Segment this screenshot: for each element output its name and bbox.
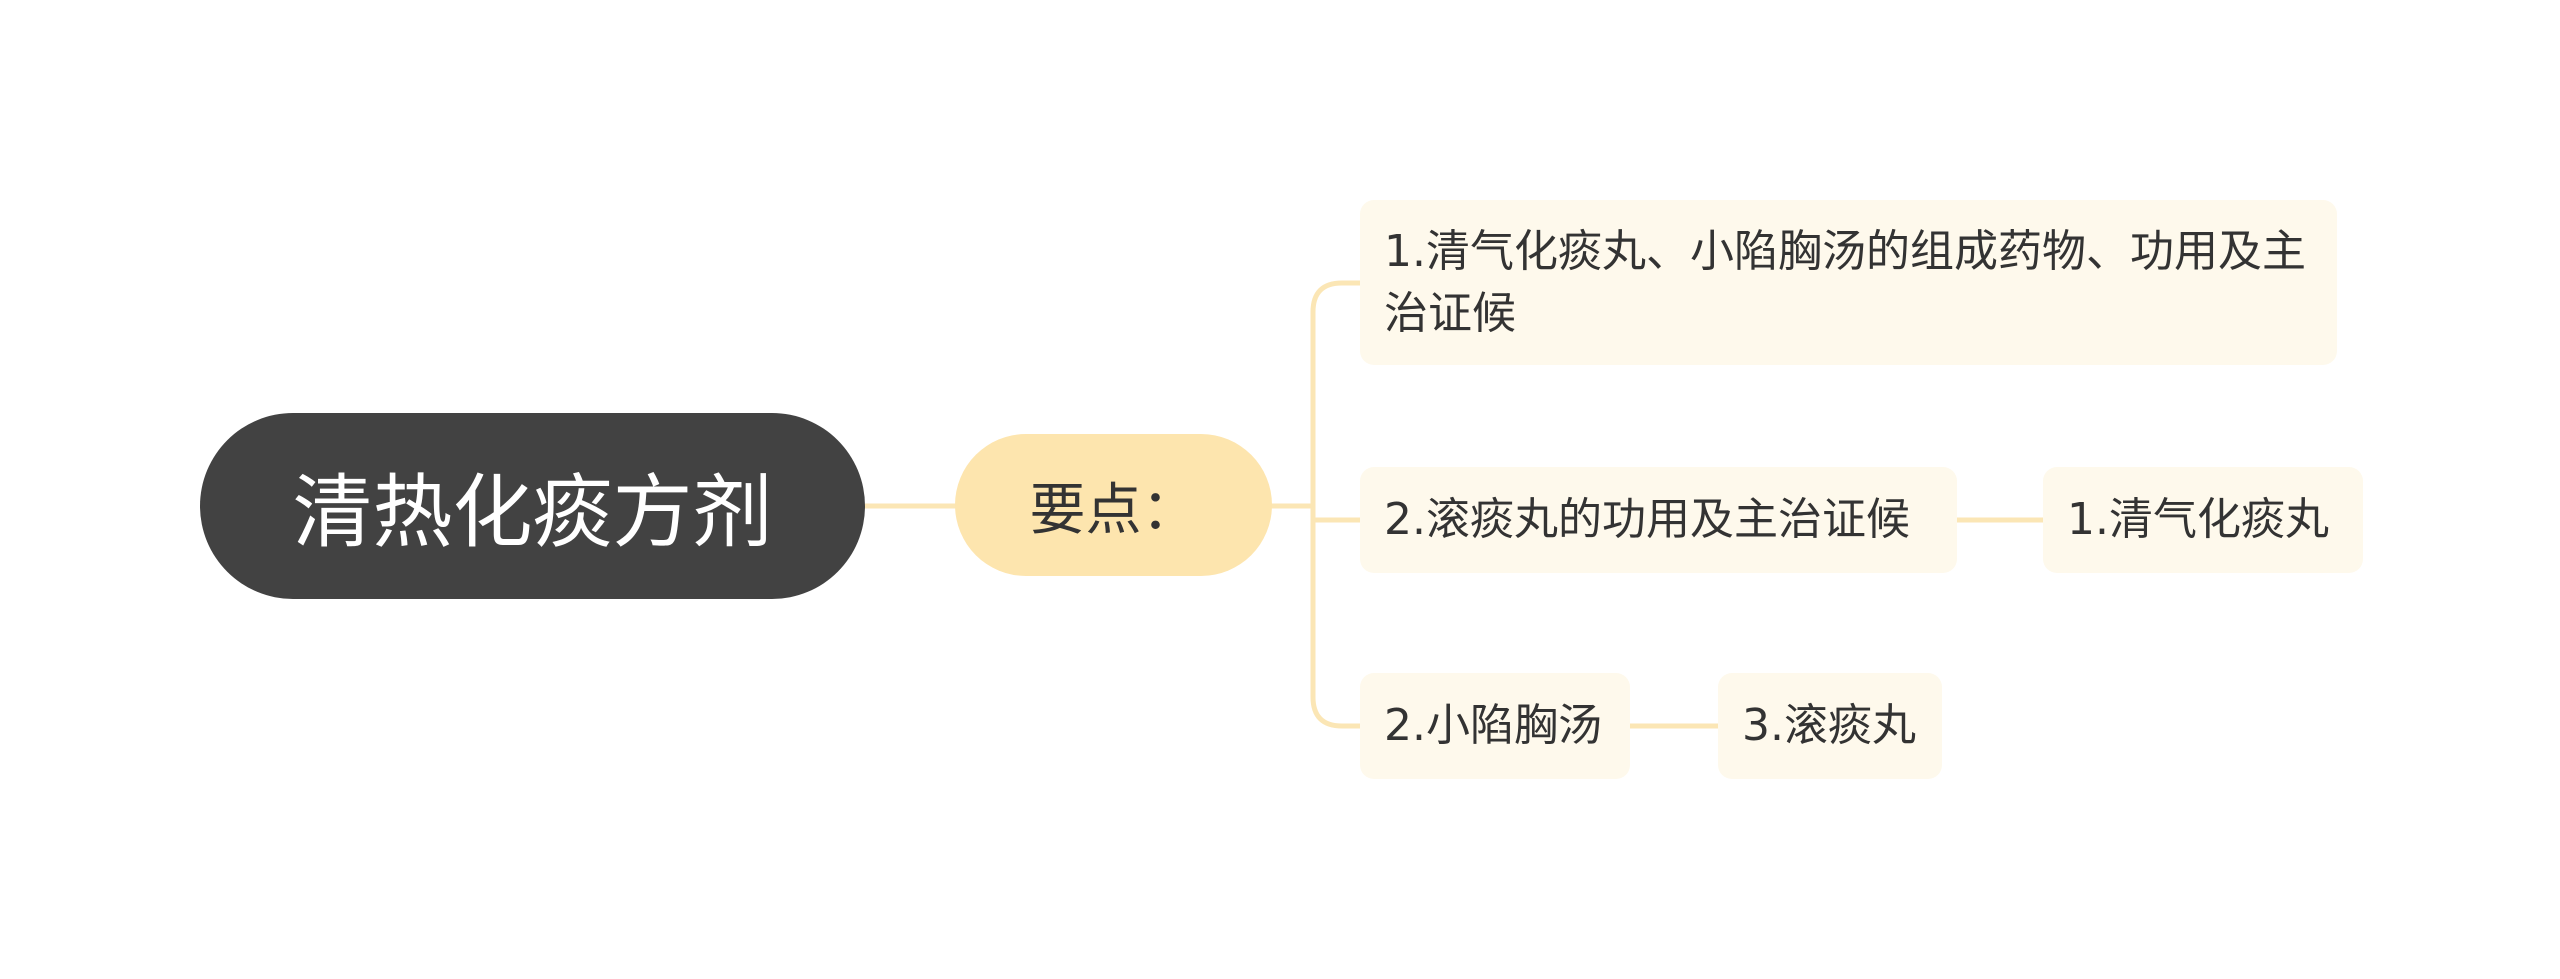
- connector-branch-to-leaf-2: [1310, 503, 1363, 523]
- subtopic-1-label: 1.清气化痰丸、小陷胸汤的组成药物、功用及主治证候: [1384, 225, 2306, 339]
- subtopic-3[interactable]: 2.小陷胸汤: [1360, 673, 1630, 779]
- subtopic-2-label: 2.滚痰丸的功用及主治证候: [1384, 494, 1910, 545]
- root-topic-label: 清热化痰方剂: [292, 466, 773, 559]
- branch-topic-label: 要点：: [1029, 477, 1198, 543]
- subtopic-3-label: 2.小陷胸汤: [1384, 700, 1602, 751]
- connector-branch-to-leaf-1: [1310, 280, 1363, 509]
- subtopic-1[interactable]: 1.清气化痰丸、小陷胸汤的组成药物、功用及主治证候: [1360, 200, 2337, 365]
- subtopic-2-child-label: 1.清气化痰丸: [2067, 494, 2329, 545]
- subtopic-2[interactable]: 2.滚痰丸的功用及主治证候: [1360, 467, 1957, 573]
- subtopic-3-child[interactable]: 3.滚痰丸: [1718, 673, 1942, 779]
- branch-topic-key-points[interactable]: 要点：: [955, 434, 1272, 576]
- subtopic-3-child-label: 3.滚痰丸: [1742, 700, 1916, 751]
- root-topic[interactable]: 清热化痰方剂: [200, 413, 865, 599]
- connector-branch-to-leaf-3: [1310, 503, 1363, 729]
- subtopic-2-child[interactable]: 1.清气化痰丸: [2043, 467, 2363, 573]
